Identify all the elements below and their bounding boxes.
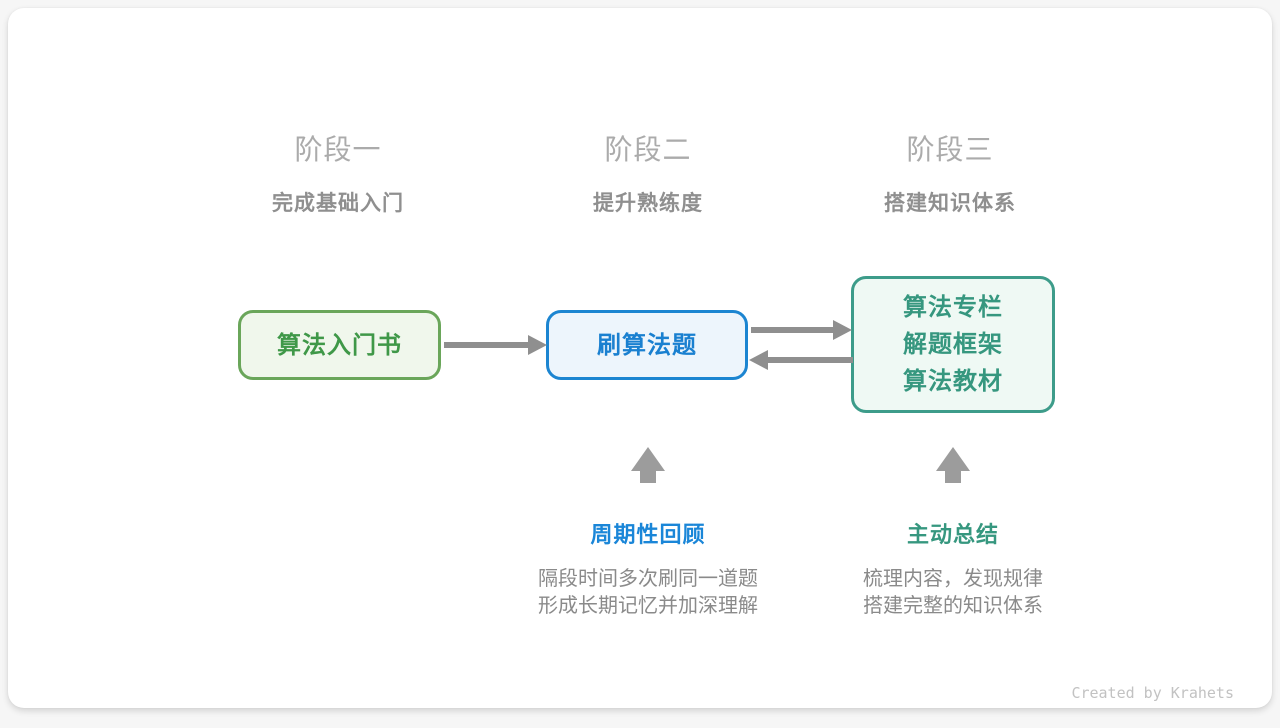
- arrow-up-icon: [631, 447, 665, 483]
- node-practice-label: 刷算法题: [597, 331, 697, 359]
- arrow-left-icon: [749, 350, 853, 370]
- note-summary-title: 主动总结: [906, 522, 999, 547]
- stage-2-label: 阶段二: [604, 134, 692, 165]
- stage-1-label: 阶段一: [294, 134, 382, 165]
- node-practice: 刷算法题: [546, 310, 748, 380]
- node-knowledge-line-3: 算法教材: [903, 368, 1003, 395]
- arrow-up-icon: [936, 447, 970, 483]
- watermark-credit: Created by Krahets: [1071, 684, 1234, 702]
- note-review-desc: 隔段时间多次刷同一道题 形成长期记忆并加深理解: [478, 566, 818, 620]
- note-summary-desc-line-2: 搭建完整的知识体系: [863, 595, 1043, 617]
- diagram-card: 阶段一 阶段二 阶段三 完成基础入门 提升熟练度 搭建知识体系 算法入门书 刷算…: [8, 8, 1272, 708]
- node-knowledge-line-1: 算法专栏: [903, 294, 1003, 321]
- stage-2-subtitle: 提升熟练度: [593, 192, 703, 215]
- note-review-title: 周期性回顾: [590, 522, 706, 547]
- stage-3-subtitle: 搭建知识体系: [884, 192, 1016, 215]
- note-summary-desc: 梳理内容，发现规律 搭建完整的知识体系: [783, 566, 1123, 620]
- note-summary-desc-line-1: 梳理内容，发现规律: [863, 568, 1043, 590]
- note-review-desc-line-1: 隔段时间多次刷同一道题: [538, 568, 758, 590]
- arrow-right-icon: [751, 320, 852, 340]
- stage-1-subtitle: 完成基础入门: [272, 192, 404, 215]
- note-review-desc-line-2: 形成长期记忆并加深理解: [538, 595, 758, 617]
- arrow-right-icon: [444, 335, 547, 355]
- node-knowledge-line-2: 解题框架: [903, 331, 1003, 358]
- node-intro-book: 算法入门书: [238, 310, 441, 380]
- node-knowledge: 算法专栏 解题框架 算法教材: [851, 276, 1055, 413]
- stage-3-label: 阶段三: [906, 134, 994, 165]
- node-intro-book-label: 算法入门书: [277, 331, 402, 359]
